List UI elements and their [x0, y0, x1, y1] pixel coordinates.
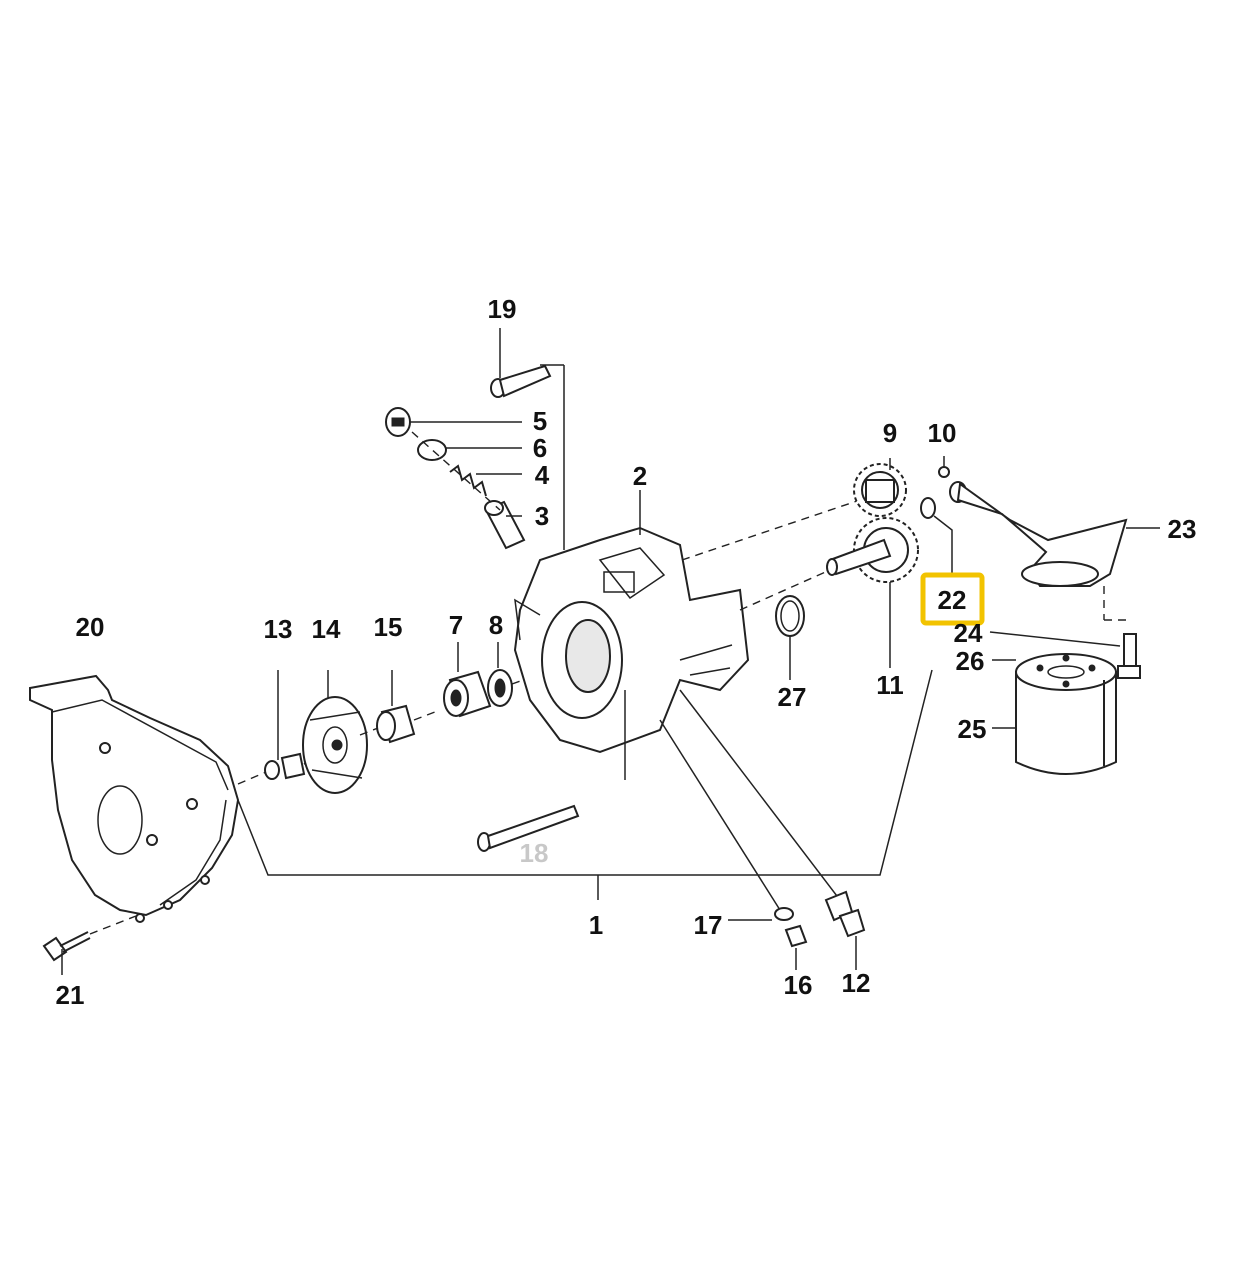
o-ring-part[interactable] [775, 595, 805, 680]
part-label-26: 26 [956, 646, 985, 676]
washer-22-part[interactable] [920, 497, 953, 575]
part-label-1: 1 [589, 910, 603, 940]
part-label-6: 6 [533, 433, 547, 463]
cover-bolt-part[interactable] [42, 915, 137, 975]
valve-ring-part[interactable] [417, 439, 522, 461]
part-label-9: 9 [883, 418, 897, 448]
part-label-2: 2 [633, 461, 647, 491]
part-label-25: 25 [958, 714, 987, 744]
oil-pressure-fitting-part[interactable] [824, 890, 866, 970]
seal-ring-part[interactable] [487, 642, 541, 707]
part-label-8: 8 [489, 610, 503, 640]
assembly-bracket-part-1 [237, 669, 933, 900]
oil-pickup-part[interactable] [949, 481, 1160, 621]
part-label-23: 23 [1168, 514, 1197, 544]
bushing-part[interactable] [359, 670, 441, 744]
part-label-13: 13 [264, 614, 293, 644]
part-label-3: 3 [535, 501, 549, 531]
part-label-21: 21 [56, 980, 85, 1010]
oil-filter-part[interactable] [992, 653, 1117, 775]
long-bolt-part[interactable] [490, 328, 552, 398]
part-label-15: 15 [374, 612, 403, 642]
part-label-5: 5 [533, 406, 547, 436]
part-label-24: 24 [954, 618, 983, 648]
plug-screw-part[interactable] [784, 924, 808, 970]
driven-gear-part[interactable] [826, 517, 919, 668]
part-label-19: 19 [488, 294, 517, 324]
circlip-part[interactable] [938, 456, 950, 478]
washer-part[interactable] [728, 907, 794, 921]
pump-housing-part[interactable] [513, 364, 861, 911]
valve-plug-part[interactable] [385, 407, 522, 437]
housing-bolt-part[interactable] [477, 804, 580, 852]
part-label-14: 14 [312, 614, 341, 644]
impeller-part[interactable] [302, 670, 368, 794]
valve-spring-part[interactable] [449, 464, 522, 497]
part-label-17: 17 [694, 910, 723, 940]
part-label-16: 16 [784, 970, 813, 1000]
highlight-box [920, 572, 985, 626]
valve-piston-part[interactable] [411, 431, 526, 550]
part-label-18: 18 [520, 838, 549, 868]
part-label-11: 11 [876, 670, 904, 700]
part-label-22: 22 [938, 585, 967, 615]
filter-bolt-part[interactable] [989, 631, 1141, 679]
part-label-12: 12 [842, 968, 871, 998]
part-label-4: 4 [535, 460, 550, 490]
front-cover-part[interactable] [29, 674, 240, 923]
part-label-20: 20 [76, 612, 105, 642]
part-label-10: 10 [928, 418, 957, 448]
part-label-27: 27 [778, 682, 807, 712]
drive-gear-part[interactable] [853, 458, 907, 517]
bearing-part[interactable] [443, 642, 492, 718]
part-label-7: 7 [449, 610, 463, 640]
